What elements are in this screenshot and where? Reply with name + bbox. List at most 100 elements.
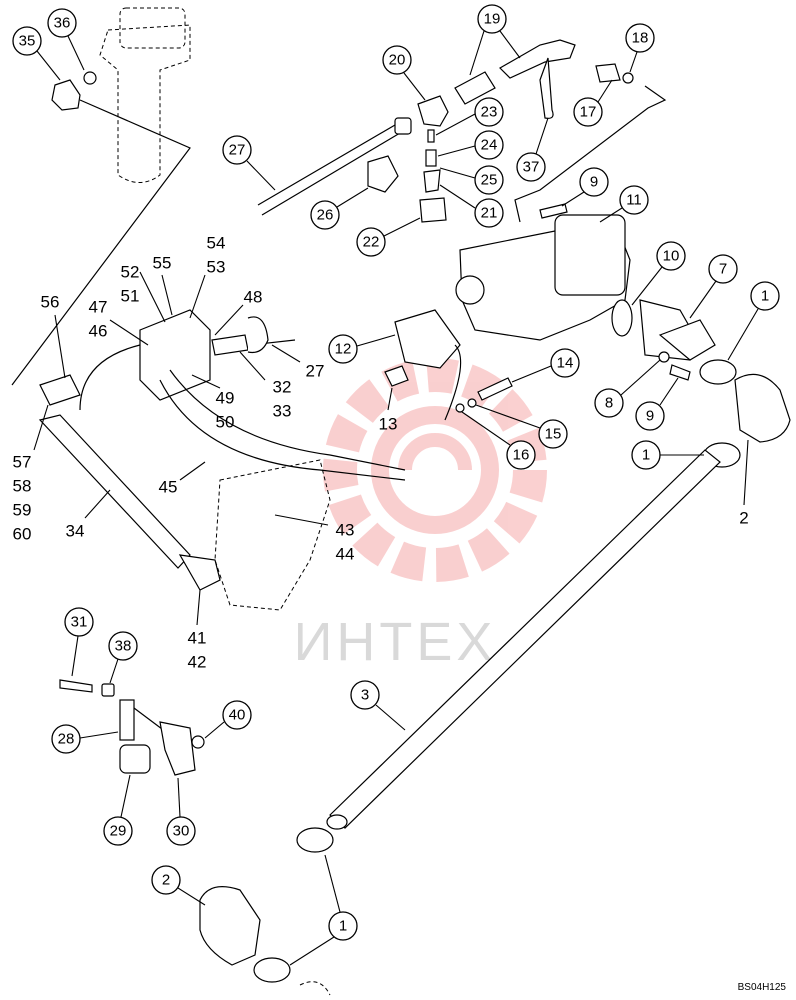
label-51: 51: [121, 287, 140, 306]
label-56: 56: [41, 293, 60, 312]
label-49: 49: [216, 389, 235, 408]
callout-15: 15: [475, 404, 568, 449]
callout-40-label: 40: [229, 707, 246, 724]
label-2-right: 2: [739, 509, 748, 528]
callout-30: 30: [166, 777, 196, 846]
callout-20-label: 20: [389, 52, 406, 69]
callout-14-label: 14: [557, 355, 574, 372]
callout-18: 18: [625, 23, 655, 73]
callout-35: 35: [12, 26, 61, 81]
callout-23: 23: [435, 97, 504, 136]
callout-16: 16: [461, 411, 536, 470]
callout-24-label: 24: [481, 137, 498, 154]
callout-24: 24: [437, 130, 504, 160]
label-13: 13: [379, 415, 398, 434]
callout-1-lower-label: 1: [339, 918, 347, 935]
label-43: 43: [336, 521, 355, 540]
callout-2-right-label: 2: [739, 439, 749, 528]
callout-1-right: 1: [727, 281, 780, 361]
watermark-logo: [323, 358, 547, 582]
callout-20: 20: [382, 45, 426, 101]
callout-7: 7: [689, 254, 738, 319]
callout-11: 11: [599, 185, 649, 223]
callout-2-bottom-label: 2: [162, 872, 170, 889]
callout-2-bottom: 2: [151, 865, 206, 906]
callout-11-label: 11: [626, 192, 642, 209]
callout-22: 22: [356, 217, 421, 257]
label-42: 42: [188, 653, 207, 672]
callout-9-right: 9: [635, 377, 679, 431]
callout-30-label: 30: [173, 823, 190, 840]
callout-35-label: 35: [19, 33, 36, 50]
label-54: 54: [207, 234, 226, 253]
callout-14: 14: [511, 348, 580, 383]
label-27-mid: 27: [306, 362, 325, 381]
callout-38-label: 38: [115, 638, 132, 655]
callout-7-label: 7: [719, 261, 727, 278]
label-41: 41: [188, 629, 207, 648]
callout-22-label: 22: [363, 234, 380, 251]
callout-31-label: 31: [71, 614, 88, 631]
callout-28: 28: [51, 724, 119, 754]
callout-36: 36: [47, 8, 85, 71]
callout-31: 31: [64, 607, 94, 677]
label-47: 47: [89, 298, 108, 317]
callout-19-label: 19: [484, 11, 501, 28]
callout-1-mid-label: 1: [642, 447, 650, 464]
callout-10: 10: [631, 241, 686, 306]
callout-26-label: 26: [317, 207, 334, 224]
callout-28-label: 28: [58, 731, 75, 748]
label-52: 52: [121, 263, 140, 282]
callout-15-label: 15: [545, 426, 562, 443]
callout-21: 21: [439, 184, 504, 228]
callout-27-top: 27: [222, 135, 276, 191]
plain-labels: 54 53 55 52 51 48 47 46 56 32 27 33 49 5…: [13, 234, 398, 672]
label-58: 58: [13, 477, 32, 496]
callout-17-label: 17: [580, 104, 597, 121]
callout-21-label: 21: [481, 205, 498, 222]
callout-40: 40: [204, 700, 252, 739]
callout-18-label: 18: [632, 30, 649, 47]
callout-27-top-label: 27: [229, 142, 246, 159]
callout-29-label: 29: [110, 823, 127, 840]
callout-1-mid: 1: [631, 440, 704, 470]
callout-1-lower: 1: [289, 854, 358, 966]
label-46: 46: [89, 322, 108, 341]
label-45: 45: [159, 478, 178, 497]
callout-37-label: 37: [523, 159, 540, 176]
callout-10-label: 10: [663, 248, 680, 265]
callout-25: 25: [439, 165, 504, 195]
callout-23-label: 23: [481, 104, 498, 121]
callout-37: 37: [516, 117, 549, 182]
callout-8: 8: [594, 359, 661, 418]
label-48: 48: [244, 288, 263, 307]
watermark-text: ИНТЕХ: [294, 612, 497, 672]
callout-25-label: 25: [481, 172, 498, 189]
label-57: 57: [13, 453, 32, 472]
label-50: 50: [216, 413, 235, 432]
label-44: 44: [336, 545, 355, 564]
callout-1-right-label: 1: [761, 288, 769, 305]
callout-3: 3: [350, 680, 406, 731]
callout-8-label: 8: [605, 395, 613, 412]
callout-17: 17: [573, 79, 613, 127]
drawing-code: BS04H125: [738, 982, 787, 993]
label-55: 55: [153, 254, 172, 273]
callout-26: 26: [310, 187, 369, 230]
callout-12: 12: [328, 334, 396, 364]
callout-9-top: 9: [561, 167, 609, 207]
label-34: 34: [66, 522, 85, 541]
label-60: 60: [13, 525, 32, 544]
label-33: 33: [273, 402, 292, 421]
callout-29: 29: [103, 774, 133, 846]
callout-12-label: 12: [335, 341, 352, 358]
parts-linework: [11, 7, 791, 996]
label-53: 53: [207, 258, 226, 277]
callout-38: 38: [108, 631, 138, 684]
callout-9-right-label: 9: [646, 408, 654, 425]
callout-19: 19: [469, 4, 521, 76]
callout-16-label: 16: [513, 447, 530, 464]
callout-9-top-label: 9: [590, 174, 598, 191]
label-32: 32: [273, 378, 292, 397]
